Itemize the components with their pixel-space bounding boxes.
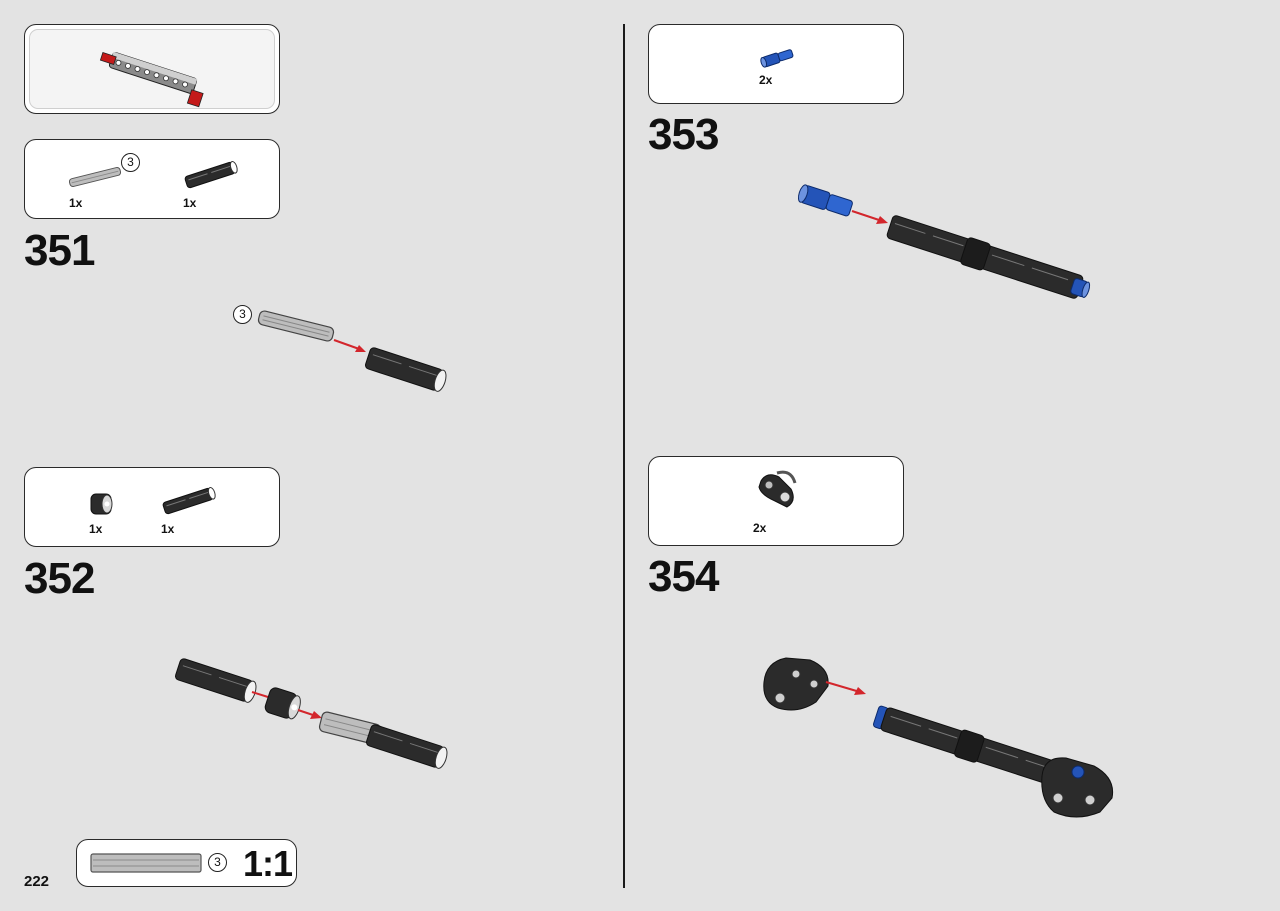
part-quantity: 2x [753, 521, 767, 535]
axle-connector-icon [365, 347, 447, 392]
axle-length-circle: 3 [233, 305, 252, 324]
arrow-head [310, 711, 322, 719]
bush-icon [90, 493, 113, 515]
axle-connector-icon [175, 658, 257, 703]
parts-list-step-352: 1x 1x [24, 467, 280, 547]
part-quantity: 1x [89, 522, 103, 536]
double-cross-block-icon [758, 470, 797, 508]
page-number: 222 [24, 873, 50, 890]
insert-arrow [851, 210, 883, 222]
insert-arrow [825, 681, 861, 693]
part-quantity: 1x [161, 522, 175, 536]
parts-list-step-354: 2x [648, 456, 904, 546]
double-cross-block-icon [1041, 757, 1114, 818]
arrow-head [854, 687, 866, 695]
parts-list-step-351: 3 1x 1x [24, 139, 280, 219]
axle-length-circle: 3 [208, 853, 227, 872]
blue-axle-pin-icon [797, 184, 853, 217]
part-quantity: 2x [759, 73, 773, 87]
step-number: 353 [648, 110, 719, 159]
page-divider [623, 24, 625, 888]
axle-length-circle: 3 [121, 153, 140, 172]
axle-connector-icon [366, 724, 448, 769]
axle-connector-row [886, 215, 1091, 299]
blue-axle-pin-icon [760, 49, 794, 68]
axle-3-icon [68, 166, 122, 188]
axle-3-icon [257, 310, 335, 342]
submodel-assembly-icon [99, 51, 204, 108]
arrow-head [876, 216, 888, 224]
part-quantity: 1x [69, 196, 83, 210]
scale-ratio: 1:1 [243, 843, 293, 884]
axle-connector-icon [184, 160, 238, 189]
parts-list-step-353: 2x [648, 24, 904, 104]
axle-connector-icon [162, 486, 216, 515]
part-quantity: 1x [183, 196, 197, 210]
double-cross-block-icon [763, 657, 829, 711]
step-number: 352 [24, 554, 95, 603]
step-number: 351 [24, 226, 95, 275]
step-number: 354 [648, 552, 719, 601]
arrow-head [355, 345, 366, 352]
bush-icon [264, 687, 301, 720]
insert-arrow [251, 691, 269, 698]
axle-3-scale-icon [90, 853, 202, 873]
axle-connector-row [872, 705, 1074, 790]
submodel-callout [24, 24, 280, 114]
scale-guide: 3 1:1 [76, 839, 297, 887]
